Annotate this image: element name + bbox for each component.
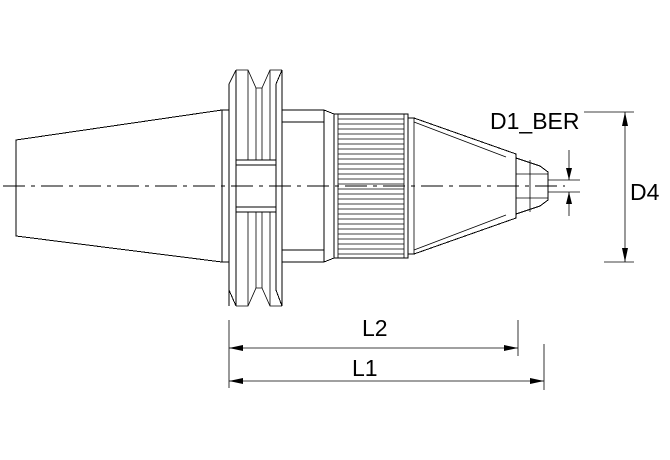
nose-cone	[408, 117, 549, 255]
d1-dimension: D1_BER	[490, 108, 580, 216]
d4-label: D4	[630, 179, 660, 205]
l1-label: L1	[352, 355, 378, 381]
knurled-nut	[333, 113, 409, 259]
d4-dimension: D4	[584, 111, 660, 263]
l1-dimension: L1	[229, 344, 545, 390]
taper-shank	[15, 84, 230, 290]
holder-body	[282, 109, 335, 263]
l2-dimension: L2	[228, 315, 519, 388]
flange	[228, 69, 283, 307]
l2-label: L2	[362, 315, 388, 341]
d1-label: D1_BER	[490, 108, 579, 134]
